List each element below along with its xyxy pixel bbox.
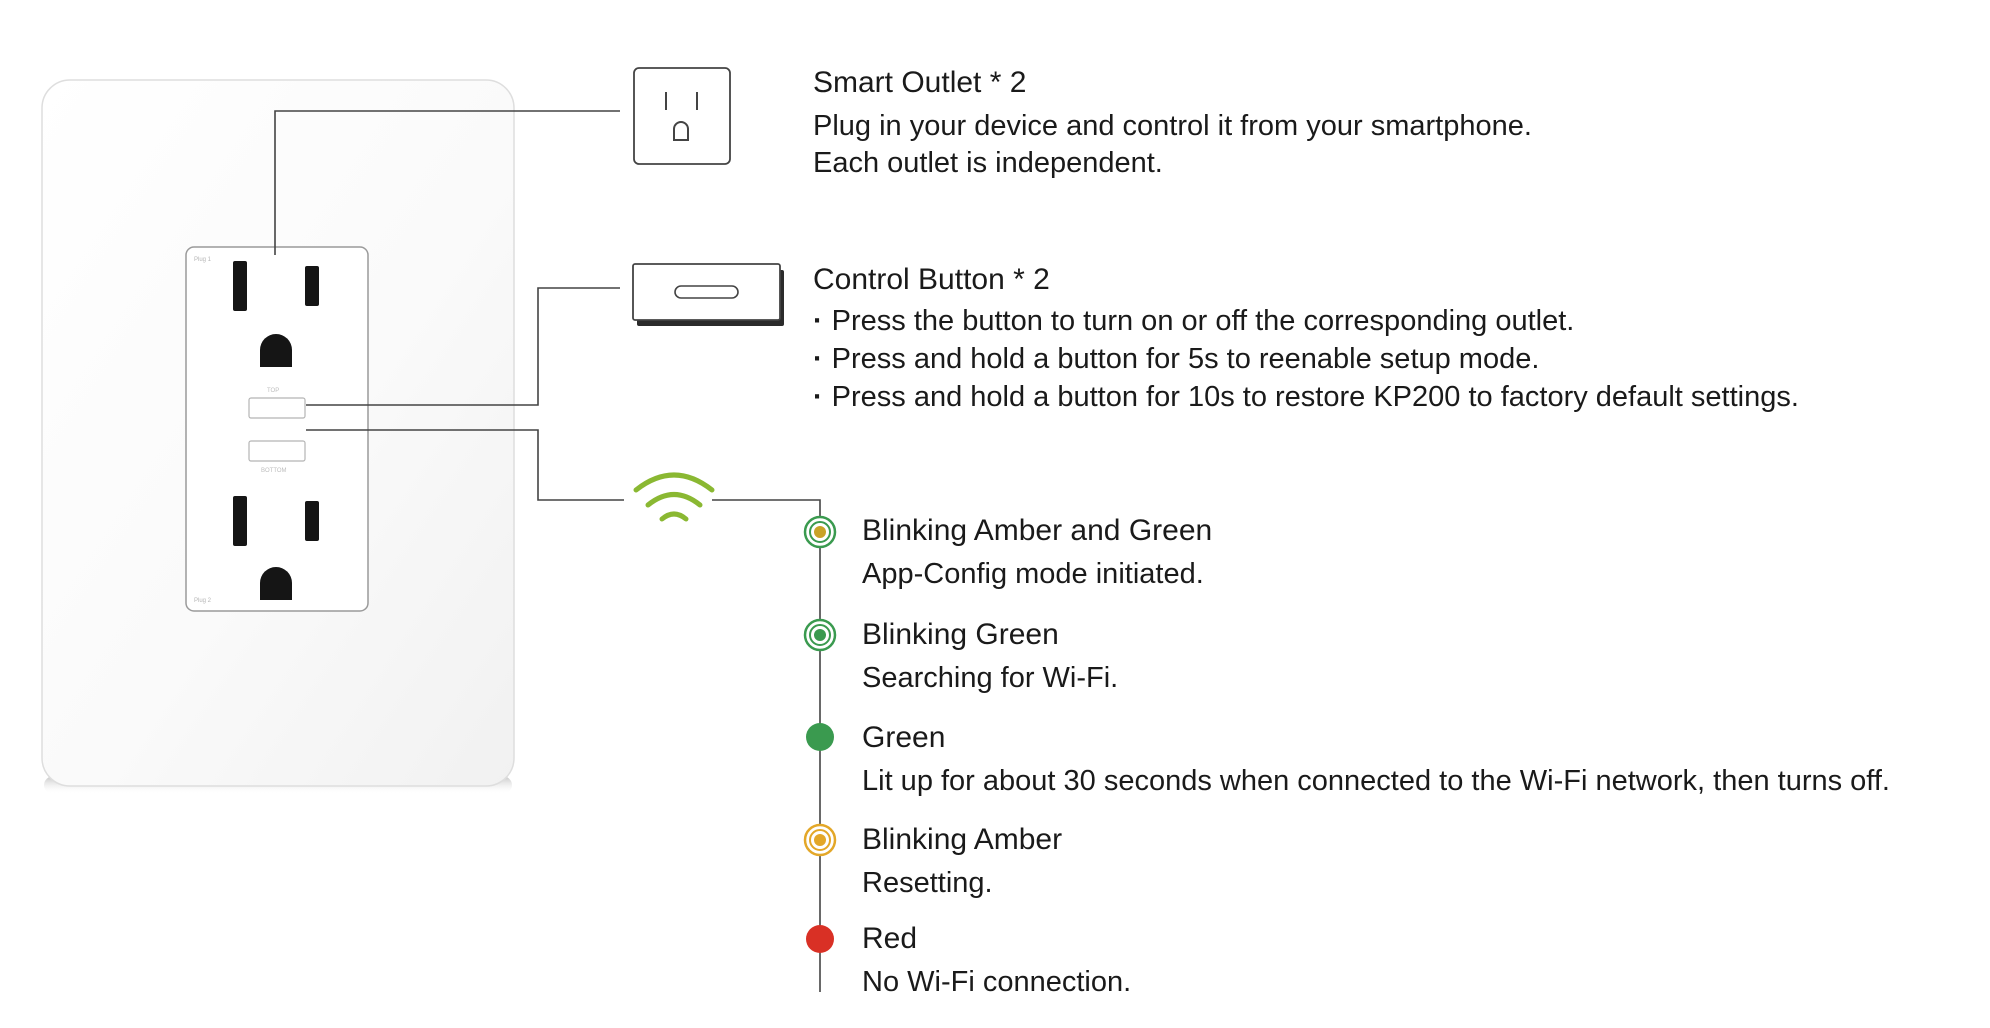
led-marker-dot [814, 629, 826, 641]
button-leader-line [306, 287, 620, 406]
led-state-title: Green [862, 721, 946, 754]
led-state-title: Red [862, 922, 918, 955]
upper-ground-hole[interactable] [260, 334, 292, 367]
bottom-control-button[interactable] [248, 440, 306, 462]
control-button-title: Control Button * 2 [813, 263, 1050, 296]
bullet-dot: · [813, 304, 823, 337]
wall-plate: Plug 1 Plug 2 TOP BOTTOM [41, 79, 515, 794]
control-button-description: Control Button * 2 ·Press the button to … [813, 261, 1799, 415]
led-state-description: Lit up for about 30 seconds when connect… [862, 765, 1890, 797]
top-control-button[interactable] [248, 397, 306, 419]
smart-outlet-title: Smart Outlet * 2 [813, 66, 1027, 99]
control-button-bullet-text: Press the button to turn on or off the c… [831, 304, 1575, 337]
led-marker-solid [806, 723, 834, 751]
wifi-icon [633, 472, 715, 522]
lower-right-slot [305, 501, 319, 541]
bullet-dot: · [813, 381, 823, 413]
led-marker-dot [814, 526, 826, 538]
plug-2-label: Plug 2 [194, 598, 212, 604]
outlet-icon-ground [673, 121, 689, 141]
smart-outlet-line: Each outlet is independent. [813, 146, 1163, 179]
control-button-bullet: ·Press the button to turn on or off the … [813, 303, 1799, 339]
control-button-bullet: ·Press and hold a button for 10s to rest… [813, 379, 1799, 415]
led-timeline [712, 499, 821, 992]
wifi-inner-arc [659, 511, 689, 522]
wifi-middle-arc [645, 492, 703, 508]
smart-outlet-line: Plug in your device and control it from … [813, 109, 1532, 142]
led-state-title: Blinking Amber and Green [862, 514, 1213, 547]
upper-right-slot [305, 266, 319, 306]
smart-outlet-description: Smart Outlet * 2 Plug in your device and… [813, 64, 1532, 181]
wifi-outer-arc [633, 472, 715, 493]
control-button-bullet: ·Press and hold a button for 5s to reena… [813, 341, 1799, 377]
led-state-description: Resetting. [862, 867, 993, 899]
led-state-description: No Wi-Fi connection. [862, 966, 1132, 998]
upper-left-slot [233, 261, 247, 311]
top-button-label: TOP [267, 388, 279, 394]
control-button-icon-pill [674, 285, 739, 299]
led-state-title: Blinking Amber [862, 823, 1063, 856]
led-state-title: Blinking Green [862, 618, 1059, 651]
bottom-button-label: BOTTOM [261, 468, 287, 474]
control-button-bullet-text: Press and hold a button for 10s to resto… [831, 381, 1799, 413]
plug-1-label: Plug 1 [194, 257, 212, 263]
led-state-description: Searching for Wi-Fi. [862, 662, 1119, 694]
bullet-dot: · [813, 342, 823, 375]
led-markers [803, 515, 837, 953]
led-marker-solid [806, 925, 834, 953]
control-button-bullet-text: Press and hold a button for 5s to reenab… [831, 342, 1540, 375]
outlet-icon-frame [633, 67, 731, 165]
led-leader-line [306, 429, 624, 501]
control-button-icon [632, 263, 784, 326]
led-marker-dot [814, 834, 826, 846]
led-state-description: App-Config mode initiated. [862, 558, 1204, 590]
lower-left-slot [233, 496, 247, 546]
outlet-face [185, 246, 369, 612]
outlet-leader-line [274, 110, 620, 255]
lower-ground-hole[interactable] [260, 567, 292, 600]
outlet-icon [633, 67, 731, 165]
